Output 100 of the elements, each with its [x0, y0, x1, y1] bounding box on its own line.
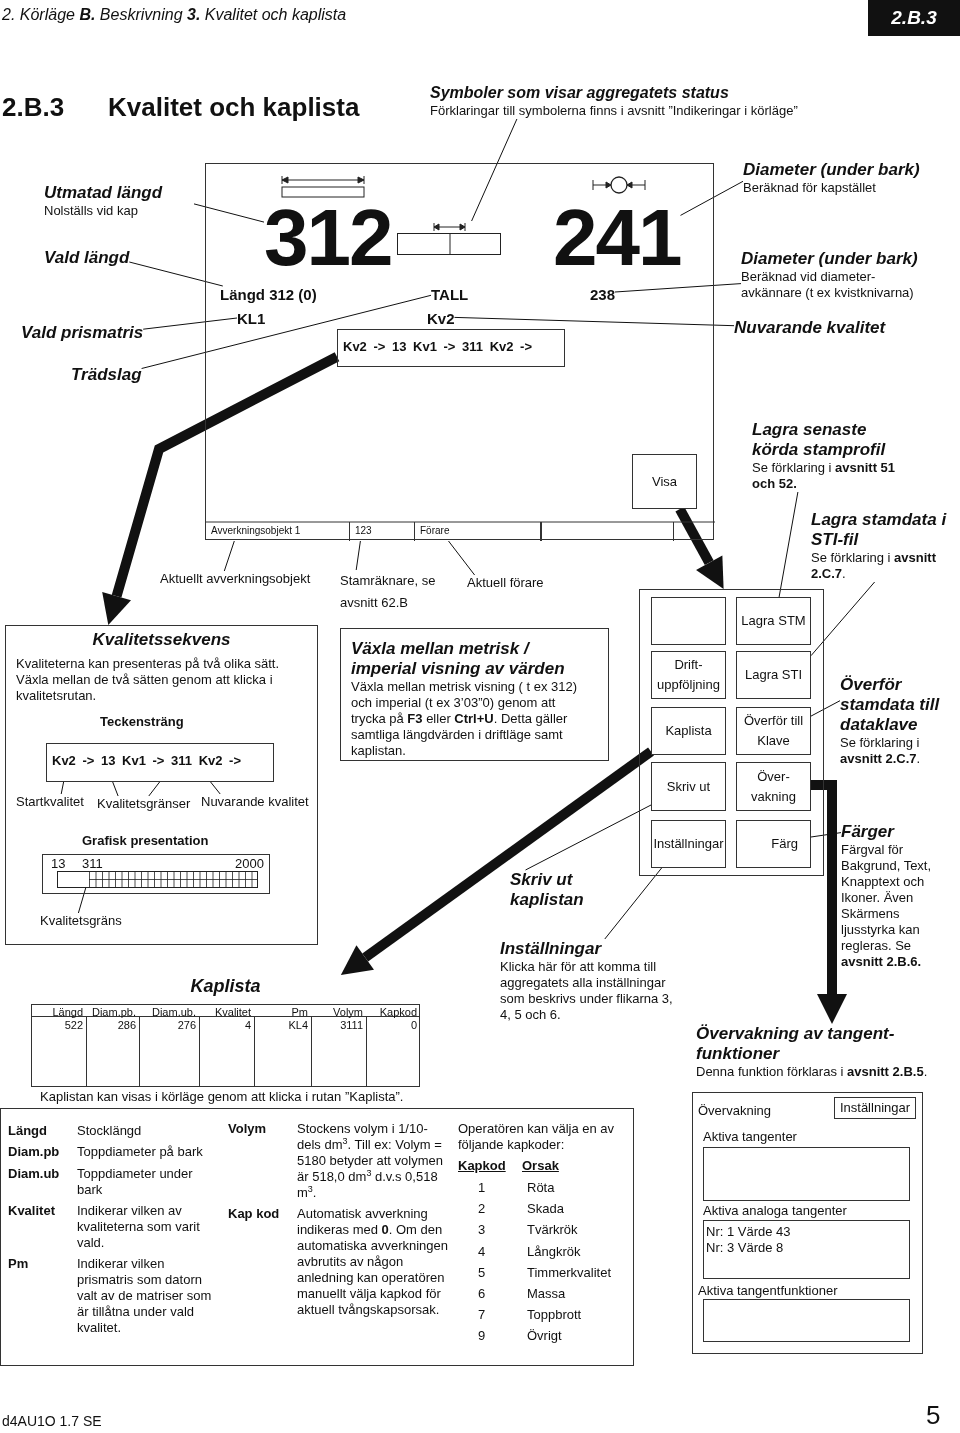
code-reason: Skada — [527, 1201, 564, 1218]
callout-heading: Färger — [841, 822, 896, 842]
block-arrow — [340, 747, 654, 976]
code-number: 1 — [478, 1180, 486, 1196]
leader-line — [210, 781, 221, 795]
table-header: Diam.ub. — [150, 1006, 197, 1018]
table-header: Kvalitet — [213, 1006, 252, 1018]
callout-heading: Vald längd — [44, 248, 130, 268]
callout-text: Kvaliteterna kan presenteras på två olika sätt. Växla mellan de två sätten genom att klicka i kvalitetsrutan. — [16, 656, 281, 704]
status-text: Kv2 — [427, 310, 455, 327]
callout-text: Se förklaring i avsnitt 2.C.7. — [840, 735, 922, 767]
definition: Stocklängd — [77, 1123, 143, 1139]
leader-line — [680, 180, 744, 216]
term: Kap kod — [228, 1206, 280, 1222]
block-arrow — [102, 352, 340, 626]
field-caption: Grafisk presentation — [82, 833, 209, 849]
table-note: Kaplistan kan visas i körläge genom att klicka i rutan ”Kaplista”. — [40, 1089, 404, 1105]
code-number: 9 — [478, 1328, 486, 1345]
status-cell: Avverkningsobjekt 1 — [206, 522, 350, 541]
table-header: Längd — [51, 1006, 84, 1018]
term: Längd — [8, 1123, 47, 1139]
table-header: Diam.pb. — [90, 1006, 137, 1018]
callout-text: Denna funktion förklaras i avsnitt 2.B.5. — [696, 1064, 929, 1080]
callout-heading: Vald prismatris — [21, 323, 144, 343]
leader-line — [148, 781, 161, 797]
callout-text: Stamräknare, se avsnitt 62.B — [340, 570, 452, 614]
callout-heading: Skriv ut kaplistan — [510, 870, 620, 910]
info-panel — [5, 625, 318, 945]
callout-text: Aktuellt avverkningsobjekt — [160, 571, 311, 587]
callout-heading: Överför stamdata till dataklave — [840, 675, 941, 735]
leader-line — [810, 581, 876, 657]
page-title: Kvalitet och kaplista — [108, 92, 360, 122]
leader-line — [223, 540, 235, 572]
scale-value: 311 — [82, 856, 103, 872]
code-number: 6 — [478, 1286, 486, 1302]
list-caption: Aktiva analoga tangenter — [703, 1203, 847, 1219]
definition: Indikerar vilken prismatris som datorn valt av de matriser som är tillåtna under vald kvalitet. — [77, 1256, 213, 1336]
list-item: Nr: 3 Värde 8 — [706, 1240, 785, 1256]
callout-text: Aktuell förare — [467, 575, 544, 591]
section-path: 2. Körläge B. Beskrivning 3. Kvalitet och kaplista — [2, 5, 347, 25]
callout-heading: Nuvarande kvalitet — [734, 318, 886, 338]
sequence-field: Kv2 -> 13 Kv1 -> 311 Kv2 -> — [337, 329, 565, 367]
code-reason: Röta — [527, 1180, 555, 1196]
list-caption: Aktiva tangenter — [703, 1129, 797, 1145]
callout-heading: Kvalitetssekvens — [91, 630, 232, 650]
term: Volym — [228, 1121, 267, 1137]
callout-text: Klicka här för att komma till aggregatets alla inställningar som beskrivs under flikarna 3, 4, 5 och 6. — [500, 959, 674, 1023]
callout-heading: Inställningar — [500, 939, 603, 959]
table-title: Kaplista — [189, 975, 262, 997]
window-title: Övervakning — [698, 1103, 771, 1119]
leader-line — [604, 867, 663, 940]
callout-heading: Övervakning av tangent- funktioner — [696, 1024, 896, 1064]
callout-text: Förklaringar till symbolerna finns i avsnitt ”Indikeringar i körläge” — [430, 103, 799, 119]
document-code: d4AU1O 1.7 SE — [2, 1413, 102, 1429]
scale-box — [42, 854, 270, 894]
status-cell: Förare — [415, 522, 541, 541]
leader-line — [810, 832, 842, 838]
table-cell-text: 276 — [176, 1019, 197, 1031]
status-text: KL1 — [237, 310, 266, 327]
callout-heading: Diameter (under bark) — [743, 160, 921, 180]
table-header: Volym — [332, 1006, 364, 1018]
callout-heading: Symboler som visar aggregatets status — [430, 83, 730, 103]
code-reason: Tvärkrök — [527, 1222, 578, 1239]
table-cell-text: 0 — [409, 1019, 418, 1031]
callout-text: Färgval för Bakgrund, Text, Knapptext och Ikoner. Även Skärmens ljusstyrka kan regleras. Se avsnitt 2.B.6. — [841, 842, 933, 970]
leader-line — [60, 781, 65, 795]
callout-text: Beräknad vid diameter- avkännare (t ex kvistknivarna) — [741, 269, 915, 301]
callout-heading: Lagra senaste körda stamprofil — [752, 420, 887, 460]
leader-line — [448, 540, 476, 576]
callout-heading: Trädslag — [71, 365, 142, 385]
button-panel — [639, 589, 824, 876]
definition: Stockens volym i 1/10-dels dm$^{3}$. Till ex: Volym = 5180 betyder att volymen är 518,0 dm$^{3}$ d.v.s 0,518 m$^{3}$. — [297, 1121, 444, 1201]
callout-heading: Växla mellan metrisk / imperial visning av värden — [351, 639, 566, 679]
readout-value: 312 — [264, 198, 392, 278]
page-number: 5 — [926, 1400, 941, 1430]
block-arrow — [811, 780, 847, 1024]
table-header: Kapkod — [378, 1006, 418, 1018]
definition: Automatisk avverkning indikeras med 0. Om den automatiska avverkningen avbrutits av någon anledning kan operatören manuellt välja kapkod för aktuell tvångskapsorsak. — [297, 1206, 449, 1318]
note-text: Operatören kan välja en av följande kapkoder: — [458, 1121, 616, 1153]
code-reason: Övrigt — [527, 1328, 562, 1345]
definition: Toppdiameter under bark — [77, 1166, 194, 1198]
callout-heading: Lagra stamdata i STI-fil — [811, 510, 948, 550]
leader-line — [77, 886, 87, 914]
callout-text: Se förklaring i avsnitt 51 och 52. — [752, 460, 897, 492]
leader-line — [193, 203, 265, 223]
callout-text: Växla mellan metrisk visning ( t ex 312) och imperial (t ex 3’03”0) genom att trycka på F3 eller Ctrl+U. Detta gäller samtliga längdvärden i driftläge samt kaplistan. — [351, 679, 578, 759]
table-cell-text: 4 — [243, 1019, 252, 1031]
code-reason: Massa — [527, 1286, 566, 1302]
callout-text: Nuvarande kvalitet — [201, 794, 309, 810]
menu-button: Kaplista — [651, 707, 726, 755]
term: Diam.pb — [8, 1144, 60, 1160]
callout-text: Kvalitetsgränser — [97, 796, 191, 812]
code-reason: Toppbrott — [527, 1307, 582, 1324]
scale-value: 13 — [51, 856, 66, 872]
column-header: Orsak — [522, 1158, 559, 1174]
menu-button: Drift- uppföljning — [651, 651, 726, 699]
callout-text: Se förklaring i avsnitt 2.C.7. — [811, 550, 937, 582]
leader-line — [778, 491, 799, 598]
leader-line — [128, 261, 224, 287]
column-header: Kapkod — [458, 1158, 506, 1174]
